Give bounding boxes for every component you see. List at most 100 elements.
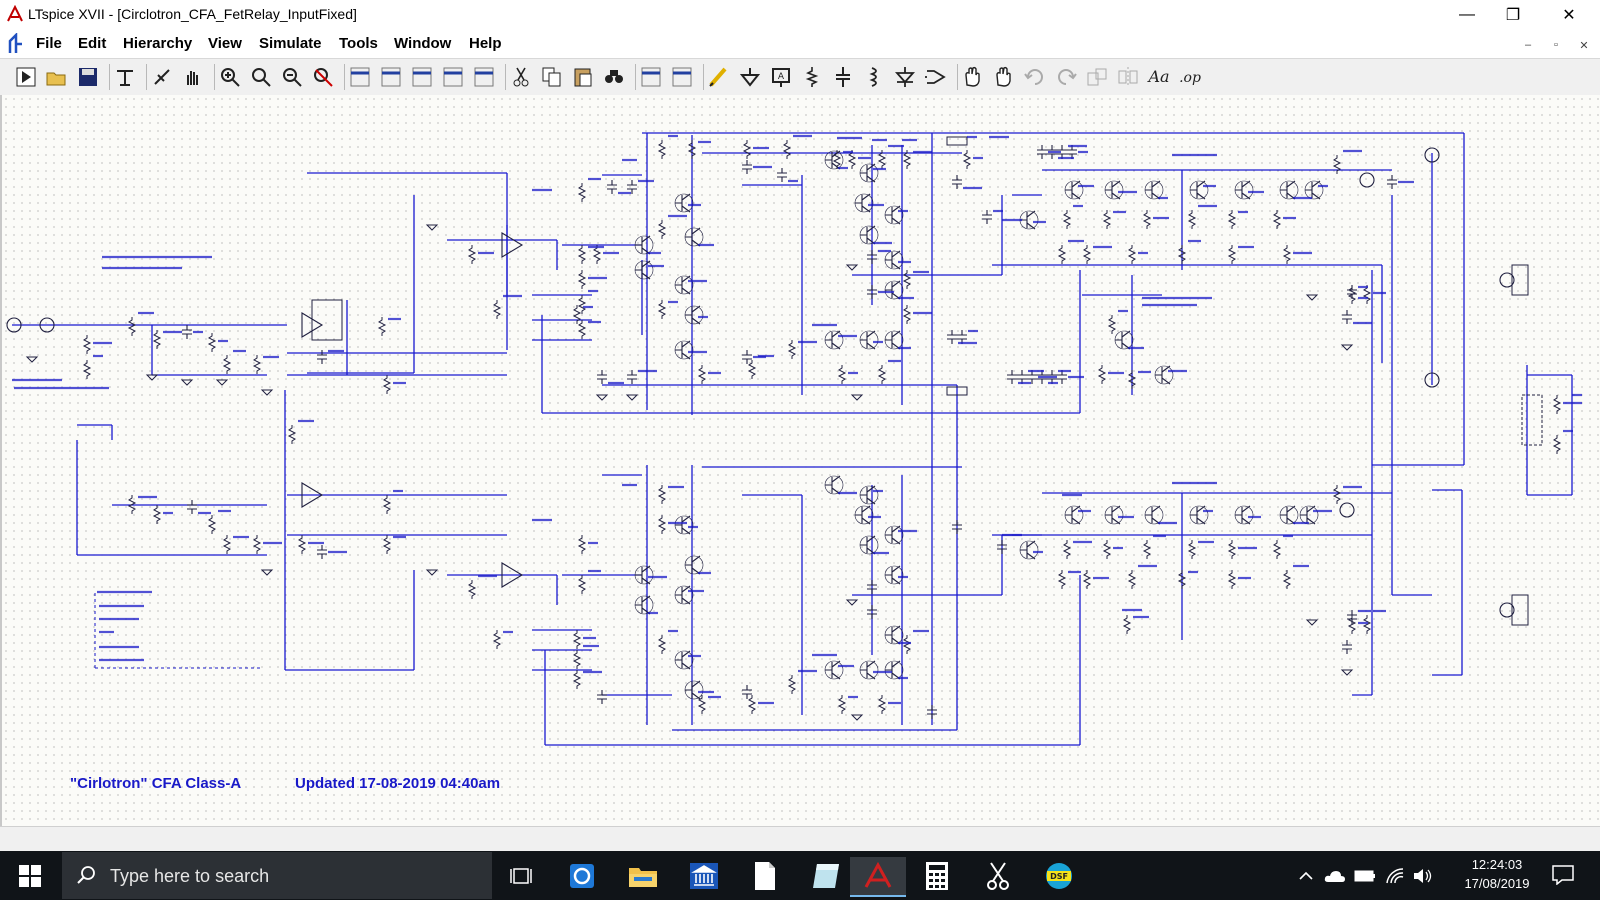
toolbar-separator [344,64,345,90]
find-icon [605,70,623,83]
taskbar-app-calculator[interactable] [911,857,963,895]
pan-icon [187,71,198,85]
onedrive-icon[interactable] [1324,866,1346,886]
doc-minimize-button[interactable]: – [1524,39,1532,51]
open-button[interactable] [45,65,69,89]
inductor-button[interactable] [862,65,886,89]
menu-file[interactable]: File [36,35,62,52]
taskbar-app-sync[interactable] [556,857,608,895]
maximize-button[interactable]: ❐ [1490,0,1536,30]
taskbar-app-bank[interactable] [678,857,730,895]
taskbar-app-snip[interactable] [972,857,1024,895]
spice-directive-icon: .op [1179,70,1201,86]
taskbar-app-explorer[interactable] [617,857,669,895]
control-panel-icon [117,70,133,86]
copy-button[interactable] [540,65,564,89]
toolbar-separator [505,64,506,90]
ground-button[interactable] [738,65,762,89]
move-icon [965,66,980,87]
doc-restore-button[interactable]: ▫ [1554,39,1558,51]
text-button[interactable]: Aa [1147,65,1171,89]
mdi-doc-icon[interactable] [6,33,26,55]
new-window-button[interactable] [472,65,496,89]
doc-close-button[interactable]: ✕ [1579,39,1589,52]
volume-icon[interactable] [1412,866,1434,886]
tile-horizontal-button[interactable] [348,65,372,89]
diode-icon [894,67,916,87]
menu-tools[interactable]: Tools [339,35,378,52]
mirror-button[interactable] [1116,65,1140,89]
tray-chevron-icon[interactable] [1295,866,1317,886]
resistor-button[interactable] [800,65,824,89]
svg-text:Aa: Aa [1147,67,1170,86]
zoom-out-button[interactable] [280,65,304,89]
label-net-button[interactable]: A [769,65,793,89]
action-center-icon[interactable] [1550,862,1576,888]
zoom-box-button[interactable] [249,65,273,89]
print-button[interactable] [639,65,663,89]
cut-button[interactable] [509,65,533,89]
start-button[interactable] [10,859,50,893]
rotate-button[interactable] [1085,65,1109,89]
clock-date[interactable]: 17/08/2019 [1464,876,1530,891]
capacitor-button[interactable] [831,65,855,89]
menu-window[interactable]: Window [394,35,452,52]
move-button[interactable] [961,65,985,89]
menu-help[interactable]: Help [469,35,502,52]
capacitor-icon [836,67,850,87]
halt-button[interactable] [150,65,174,89]
zoom-in-button[interactable] [218,65,242,89]
draw-wire-button[interactable] [707,65,731,89]
component-button[interactable] [924,65,948,89]
schematic-title-note: "Cirlotron" CFA Class-A [70,775,242,792]
copy-icon [542,67,561,87]
search-placeholder: Type here to search [110,866,270,886]
menu-simulate[interactable]: Simulate [259,35,322,52]
menu-hierarchy[interactable]: Hierarchy [123,35,193,52]
minimize-button[interactable]: — [1444,0,1490,30]
cascade-icon [412,67,432,87]
bank-icon [690,863,718,889]
mirror-icon [1118,67,1138,87]
cascade-button[interactable] [410,65,434,89]
find-button[interactable] [602,65,626,89]
run-button[interactable] [14,65,38,89]
undo-button[interactable] [1023,65,1047,89]
control-panel-button[interactable] [113,65,137,89]
menu-view[interactable]: View [208,35,242,52]
taskbar-app-dsf[interactable]: DSF [1033,857,1085,895]
wifi-icon[interactable] [1384,866,1406,886]
redo-button[interactable] [1054,65,1078,89]
close-button[interactable]: ✕ [1546,0,1592,30]
open-icon [46,72,66,86]
close-all-button[interactable] [441,65,465,89]
clock-time[interactable]: 12:24:03 [1471,857,1523,872]
spice-directive-button[interactable]: .op [1178,65,1202,89]
schematic-canvas[interactable] [0,95,1600,826]
status-bar [0,826,1600,852]
taskbar-app-ltspice[interactable] [850,857,906,897]
battery-icon[interactable] [1354,866,1376,886]
search-icon [77,866,95,884]
sync-app-icon [570,864,594,888]
title-bar: LTspice XVII - [Circlotron_CFA_FetRelay_… [0,0,1600,30]
taskbar-search[interactable]: Type here to search [62,852,492,899]
close-all-icon [443,67,463,87]
print-setup-icon [672,67,692,87]
minimize-icon: — [1459,6,1475,23]
zoom-box-icon [252,68,271,87]
pan-button[interactable] [181,65,205,89]
task-view-button[interactable] [495,857,547,895]
save-button[interactable] [76,65,100,89]
paste-button[interactable] [571,65,595,89]
toolbar-separator [703,64,704,90]
menu-edit[interactable]: Edit [78,35,107,52]
taskbar-app-file[interactable] [739,857,791,895]
diode-button[interactable] [893,65,917,89]
menu-bar: File Edit Hierarchy View Simulate Tools … [0,30,1600,57]
drag-button[interactable] [992,65,1016,89]
print-setup-button[interactable] [670,65,694,89]
zoom-fit-button[interactable] [311,65,335,89]
taskbar-app-notes[interactable] [800,857,852,895]
tile-vertical-button[interactable] [379,65,403,89]
